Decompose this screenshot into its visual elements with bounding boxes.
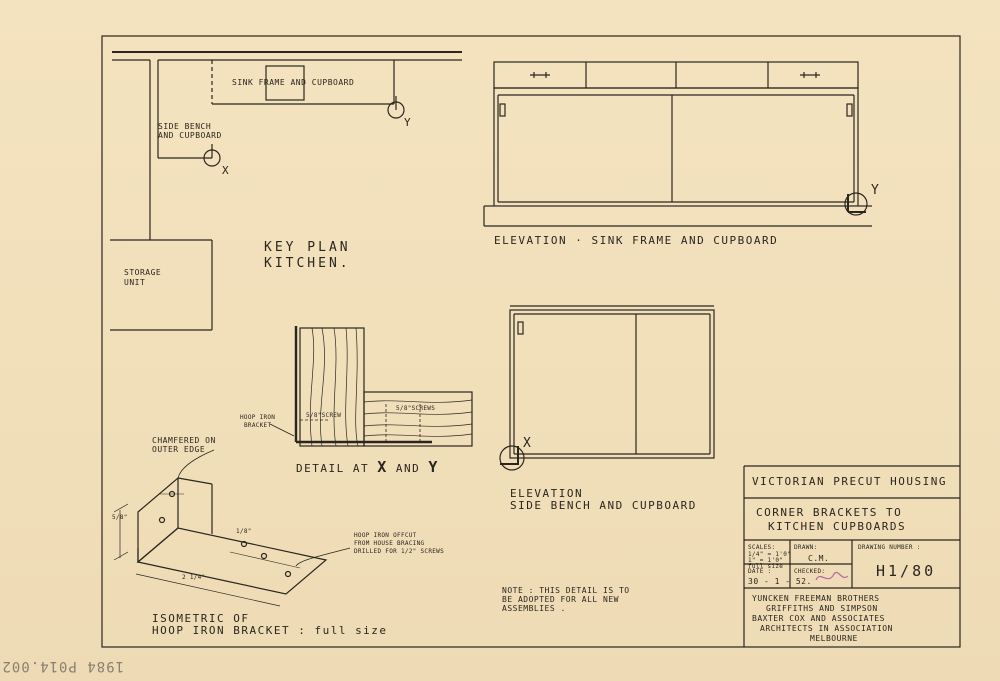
firm-line-2: GRIFFITHS AND SIMPSON: [766, 604, 878, 613]
note-line-1: NOTE : THIS DETAIL IS TO: [502, 586, 630, 595]
elevation-sink-marker: Y: [871, 183, 882, 198]
side-bench-label-2: AND CUPBOARD: [158, 131, 222, 140]
date-label: DATE :: [748, 568, 772, 575]
firm-line-4: ARCHITECTS IN ASSOCIATION: [760, 624, 893, 633]
elevation-side-marker: X: [523, 436, 534, 451]
drawn-value: C.M.: [808, 554, 830, 563]
hoop-iron-label-1: HOOP IRON: [240, 414, 276, 421]
offcut-label-3: DRILLED FOR 1/2" SCREWS: [354, 548, 444, 555]
key-plan-title: KEY PLAN: [264, 240, 351, 255]
scales-line-3: full size: [748, 563, 784, 570]
elevation-side-caption-2: SIDE BENCH AND CUPBOARD: [510, 499, 697, 512]
firm-line-1: YUNCKEN FREEMAN BROTHERS: [752, 594, 880, 603]
storage-label-2: UNIT: [124, 278, 146, 287]
elevation-marker-y: [844, 192, 868, 216]
dim-height-label: 5/8": [112, 514, 128, 521]
chamfer-label-2: OUTER EDGE: [152, 445, 206, 454]
screw-label-a: 5/8"SCREW: [306, 412, 342, 419]
isometric-caption-2: HOOP IRON BRACKET : full size: [152, 624, 388, 637]
key-plan-subtitle: KITCHEN.: [264, 256, 351, 271]
title-block-frame: [743, 465, 960, 647]
elevation-sink-frame: [483, 61, 872, 227]
sheet-title-1: CORNER BRACKETS TO: [756, 506, 903, 519]
drawing-number: H1/80: [876, 562, 937, 580]
elevation-side-caption-1: ELEVATION: [510, 487, 584, 500]
key-plan-y-label: Y: [404, 116, 413, 129]
chamfer-label-1: CHAMFERED ON: [152, 436, 216, 445]
scales-line-1: 1/4" = 1'0": [748, 551, 792, 558]
hoop-iron-label-2: BRACKET: [244, 422, 272, 429]
sheet-border: [101, 35, 961, 648]
dim-width-label: 2 1/4": [182, 574, 206, 581]
margin-catalogue-note: 1984 P014.002: [1, 658, 124, 674]
scales-label: SCALES:: [748, 544, 776, 551]
dim-length-label: 1/8": [236, 528, 252, 535]
date-value: 30 - 1 - 52.: [748, 577, 812, 586]
key-plan-walls: [110, 51, 462, 331]
project-title: VICTORIAN PRECUT HOUSING: [752, 475, 947, 488]
checked-signature: [815, 572, 849, 581]
elevation-marker-x: [499, 445, 525, 471]
detail-caption: DETAIL AT X AND Y: [296, 458, 439, 476]
elevation-sink-caption: ELEVATION · SINK FRAME AND CUPBOARD: [494, 234, 779, 247]
sheet-title-2: KITCHEN CUPBOARDS: [768, 520, 907, 533]
storage-label-1: STORAGE: [124, 268, 162, 277]
drawing-number-label: DRAWING NUMBER :: [858, 544, 921, 551]
drawn-label: DRAWN:: [794, 544, 818, 551]
side-bench-label-1: SIDE BENCH: [158, 122, 212, 131]
firm-line-5: MELBOURNE: [810, 634, 858, 643]
detail-caption-and: AND: [395, 462, 421, 475]
elevation-side-bench: [509, 305, 715, 459]
offcut-label-1: HOOP IRON OFFCUT: [354, 532, 417, 539]
offcut-label-2: FROM HOUSE BRACING: [354, 540, 425, 547]
detail-caption-prefix: DETAIL AT: [296, 462, 370, 475]
isometric-bracket: [113, 449, 351, 607]
key-plan-x-label: X: [222, 164, 231, 177]
firm-line-3: BAXTER COX AND ASSOCIATES: [752, 614, 885, 623]
checked-label: CHECKED:: [794, 568, 826, 575]
detail-caption-y: Y: [428, 458, 439, 476]
isometric-caption-1: ISOMETRIC OF: [152, 612, 250, 625]
note-line-2: BE ADOPTED FOR ALL NEW: [502, 595, 619, 604]
scales-line-2: 1" = 1'0": [748, 557, 784, 564]
screw-label-b: 5/8"SCREWS: [396, 405, 436, 412]
note-line-3: ASSEMBLIES .: [502, 604, 566, 613]
sink-frame-label: SINK FRAME AND CUPBOARD: [232, 78, 355, 87]
detail-caption-x: X: [377, 458, 388, 476]
detail-x-y: [269, 326, 473, 447]
